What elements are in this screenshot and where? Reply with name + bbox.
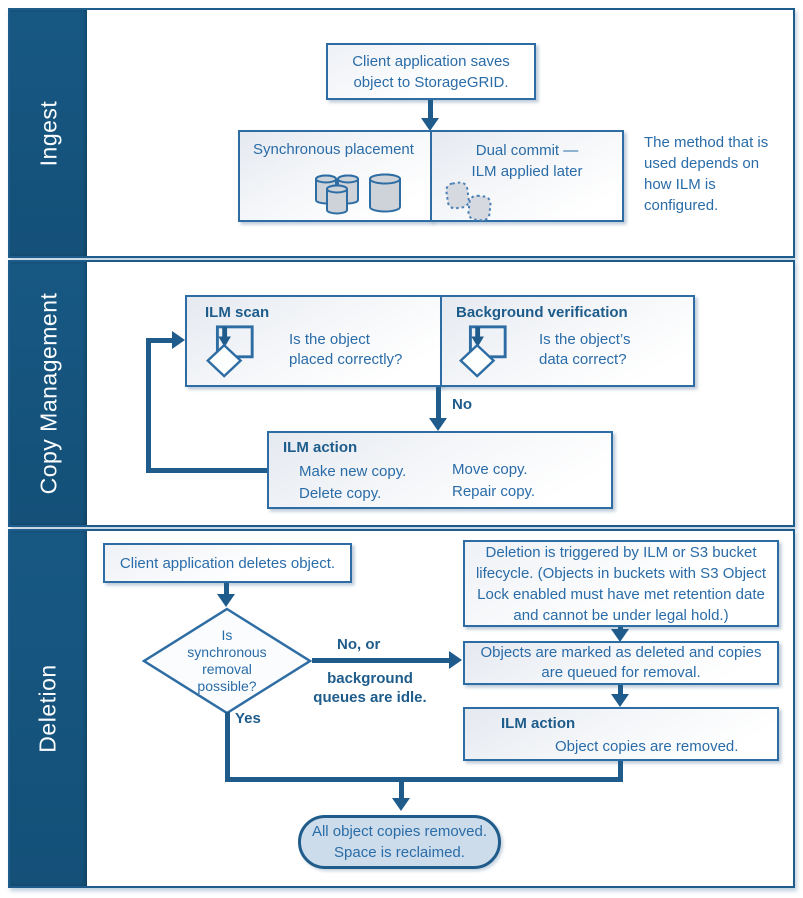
decision-question: Is synchronous removal possible? bbox=[187, 627, 267, 694]
client-saves-box: Client application saves object to Stora… bbox=[326, 43, 536, 100]
ilm-scan-question: Is the object placed correctly? bbox=[289, 331, 403, 368]
arrow-down-icon bbox=[611, 629, 629, 642]
ilm-action-box: ILM action Make new copy. Delete copy. M… bbox=[267, 431, 613, 509]
background-verification-question: Is the object’s data correct? bbox=[539, 331, 631, 368]
arrow-down-icon bbox=[429, 418, 447, 431]
deletion-sidebar: Deletion bbox=[10, 531, 87, 886]
synchronous-placement-box: Synchronous placement bbox=[238, 130, 432, 222]
ilm-scan-box: ILM scan Is the object placed correctly? bbox=[185, 295, 442, 387]
connector bbox=[312, 658, 449, 663]
ingest-note: The method that is used depends on how I… bbox=[644, 134, 769, 214]
dashed-objects-icon bbox=[445, 181, 492, 222]
connector bbox=[436, 387, 441, 419]
copy-management-sidebar: Copy Management bbox=[10, 262, 87, 525]
dual-commit-box: Dual commit — ILM applied later bbox=[430, 130, 624, 222]
no-label: No bbox=[452, 396, 472, 413]
ilm-action-items-left: Make new copy. Delete copy. bbox=[299, 463, 407, 502]
ingest-label: Ingest bbox=[35, 100, 61, 166]
deletion-ilm-action-title: ILM action bbox=[501, 715, 576, 732]
connector bbox=[399, 782, 404, 799]
storage-cylinders-icon bbox=[315, 173, 401, 215]
arrow-right-icon bbox=[449, 651, 462, 669]
deletion-trigger-box: Deletion is triggered by ILM or S3 bucke… bbox=[463, 540, 779, 627]
deletion-ilm-action-text: Object copies are removed. bbox=[555, 738, 739, 755]
connector bbox=[146, 468, 267, 473]
dual-commit-title: Dual commit — ILM applied later bbox=[471, 142, 583, 180]
synchronous-removal-decision: Is synchronous removal possible? bbox=[142, 607, 312, 715]
yes-label: Yes bbox=[235, 710, 261, 727]
connector bbox=[618, 685, 623, 695]
result-stadium: All object copies removed. Space is recl… bbox=[298, 815, 501, 869]
background-verification-title: Background verification bbox=[456, 304, 628, 321]
background-verification-box: Background verification Is the object’s … bbox=[440, 295, 695, 387]
ingest-sidebar: Ingest bbox=[10, 10, 87, 256]
deletion-label: Deletion bbox=[35, 664, 62, 753]
connector bbox=[225, 777, 623, 782]
no-sublabel: background queues are idle. bbox=[313, 670, 427, 706]
synchronous-placement-title: Synchronous placement bbox=[253, 141, 414, 158]
verification-loop-icon bbox=[458, 325, 507, 378]
ilm-action-title: ILM action bbox=[283, 439, 358, 456]
arrow-right-icon bbox=[172, 331, 185, 349]
ilm-action-items-right: Move copy. Repair copy. bbox=[452, 461, 536, 500]
arrow-down-icon bbox=[611, 694, 629, 707]
connector bbox=[225, 712, 230, 779]
no-or-label: No, or bbox=[337, 636, 381, 653]
connector bbox=[428, 100, 433, 120]
arrow-down-icon bbox=[217, 594, 235, 607]
connector bbox=[146, 338, 172, 343]
scan-loop-icon bbox=[205, 325, 254, 378]
arrow-down-icon bbox=[421, 118, 439, 131]
connector bbox=[146, 338, 151, 473]
copy-management-label: Copy Management bbox=[35, 292, 61, 495]
ilm-scan-title: ILM scan bbox=[205, 304, 270, 321]
deletion-ilm-action-box: ILM action Object copies are removed. bbox=[463, 707, 779, 761]
marked-deleted-box: Objects are marked as deleted and copies… bbox=[463, 641, 779, 685]
client-deletes-box: Client application deletes object. bbox=[103, 543, 352, 583]
connector bbox=[224, 583, 229, 595]
connector bbox=[618, 761, 623, 782]
arrow-down-icon bbox=[392, 798, 410, 811]
